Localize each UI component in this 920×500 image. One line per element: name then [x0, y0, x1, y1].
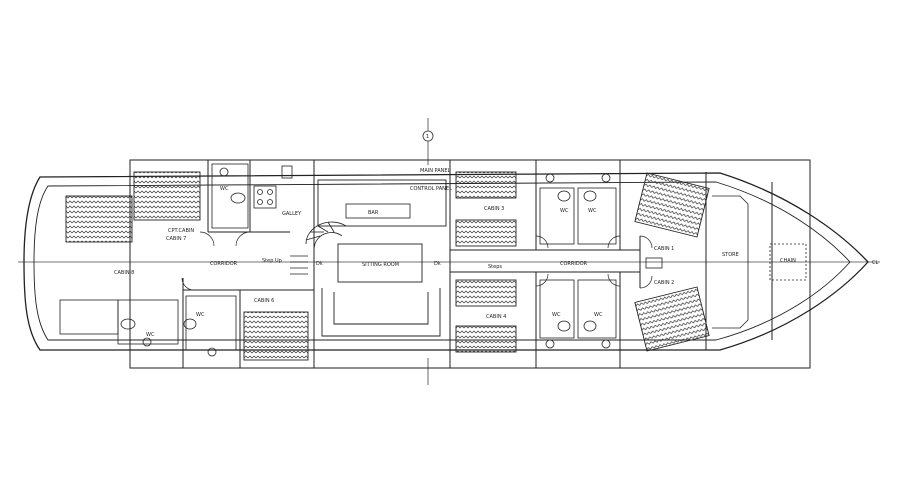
cabin-8-wardrobe — [59, 299, 119, 335]
sitting-room-table — [337, 243, 423, 283]
cabin-4-bed-2 — [455, 325, 517, 353]
spiral-stairs — [305, 221, 347, 251]
galley-label: GALLEY — [282, 211, 302, 217]
hull-inner-line — [33, 181, 851, 341]
store-label: STORE — [722, 252, 739, 258]
doors — [181, 231, 653, 291]
wc-fwd-top-left-label: WC — [560, 208, 569, 214]
cabin-4-label: CABIN 4 — [486, 314, 506, 320]
wc-fwd-bottom-right-label: WC — [594, 312, 603, 318]
cabin-2-bed — [634, 286, 710, 352]
wc-aft-upper — [211, 163, 249, 229]
cabin-1-bed — [634, 172, 710, 238]
sitting-room-label: SITTING ROOM — [362, 262, 399, 268]
steps-label-left: Steps — [488, 264, 502, 270]
cabin-4-bed — [455, 279, 517, 307]
corridor-fwd-label: CORRIDOR — [560, 261, 588, 267]
aft-steps — [290, 255, 308, 275]
bar-top — [345, 203, 411, 219]
bar-counter — [317, 179, 447, 227]
control-panel-label: CONTROL PANEL — [410, 186, 452, 192]
wc-fwd-top-right — [577, 173, 617, 245]
wc-aft-upper-label: WC — [220, 186, 229, 192]
chain-locker — [769, 243, 807, 281]
chain-label: CHAIN — [780, 258, 796, 264]
cabin-6-label: CABIN 6 — [254, 298, 274, 304]
step-up-label: Step Up — [262, 258, 282, 264]
cpt-cabin-label: CPT.CABIN — [168, 228, 194, 234]
wc-fwd-top-right-label: WC — [588, 208, 597, 214]
cabin-8-bed — [65, 195, 133, 243]
bow-marker-label: CL — [872, 260, 878, 266]
galley-stove — [253, 165, 293, 209]
cabin-3-bed-2 — [455, 219, 517, 247]
dk-label-aft: Dk — [316, 261, 323, 267]
cabin-2-label: CABIN 2 — [654, 280, 674, 286]
wc-aft-lower-1-label: WC — [146, 332, 155, 338]
hull-outline — [23, 172, 869, 351]
cpt-cabin-bed — [133, 171, 201, 221]
wc-aft-lower-2 — [183, 295, 237, 357]
corridor-aft-label: CORRIDOR — [210, 261, 238, 267]
wc-aft-lower-1 — [117, 299, 179, 347]
wc-fwd-bottom-left — [539, 279, 575, 349]
wc-fwd-bottom-right — [577, 279, 617, 349]
wc-aft-lower-2-label: WC — [196, 312, 205, 318]
cabin-1-label: CABIN 1 — [654, 246, 674, 252]
wc-fwd-bottom-left-label: WC — [552, 312, 561, 318]
bar-label: BAR — [368, 210, 379, 216]
frame-marker-circle — [422, 130, 434, 142]
cabin-3-bed — [455, 171, 517, 199]
cabin-6-bed — [243, 311, 309, 361]
cabin-8-label: CABIN 8 — [114, 270, 134, 276]
store-frame — [712, 195, 749, 329]
main-panel-label: MAIN PANEL — [420, 168, 451, 174]
wc-fwd-top-left — [539, 173, 575, 245]
cabin-3-label: CABIN 3 — [484, 206, 504, 212]
frame-marker-label: 1 — [426, 134, 429, 140]
fwd-hatch — [645, 257, 663, 269]
saloon-sofa — [321, 288, 441, 337]
dk-label-fwd: Dk — [434, 261, 441, 267]
cabin-7-label: CABIN 7 — [166, 236, 186, 242]
